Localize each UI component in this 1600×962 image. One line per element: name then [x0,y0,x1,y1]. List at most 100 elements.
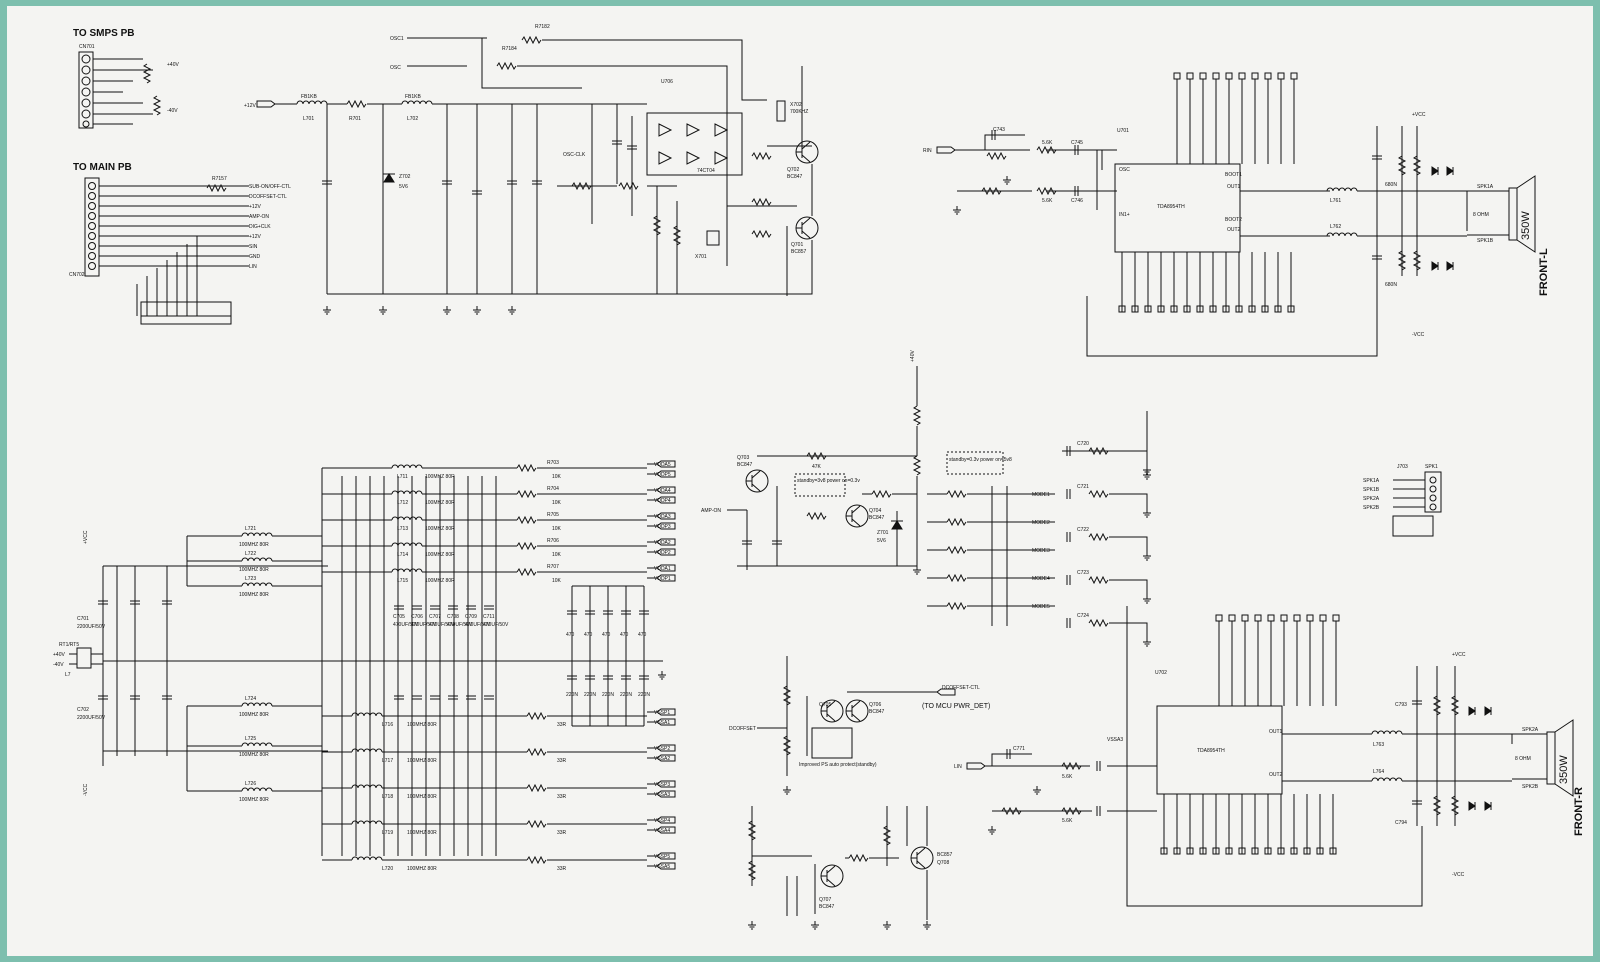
rail-resistor: R705 [547,512,559,518]
rail-resistor-value: 10K [552,500,562,506]
zener-z702[interactable] [383,173,395,183]
ampon-input: AMP-ON [701,508,721,514]
transformer-l7[interactable] [76,647,92,669]
pv40-label: +40V [167,62,179,68]
l702-label: L702 [407,116,418,122]
rail-cap-label: C708 [447,614,459,620]
u701-part: TDA8954TH [1157,204,1185,210]
rail-cap-label: C709 [465,614,477,620]
mode-label: MODE3 [1032,548,1050,554]
zener-z701[interactable] [891,520,903,530]
main-pin-label: SIN [249,244,258,250]
transistor-q707[interactable] [820,864,844,888]
rail-cap-value: 220N [584,692,596,698]
c702-value: 2200UF/50V [77,715,106,721]
l762-label: L762 [1330,224,1341,230]
crystal-x702[interactable] [776,100,786,122]
transistor-q703[interactable] [745,469,769,493]
main-filter-caps [140,301,232,325]
fb1-label: FB1KB [301,94,318,100]
main-pin-label: LIN [249,264,257,270]
c765-label: 680N [1385,182,1397,188]
cn702-label: CN702 [69,272,85,278]
standby-note2-box [946,451,1004,475]
nv40-label: -40V [167,108,178,114]
inductor-label: L711 [397,474,408,480]
c701-label: C701 [77,616,89,622]
c745-label: C745 [1071,140,1083,146]
main-heading: TO MAIN PB [73,162,132,173]
u706-inverters [658,123,729,165]
speaker-front-r[interactable] [1546,719,1574,797]
rail-cap-value: 470UF/50V [393,622,419,628]
front-r-label: FRONT-R [1573,787,1585,836]
rail-label: VSSA5 [654,864,670,870]
u706-ic[interactable] [646,112,743,176]
transistor-q708[interactable] [910,846,934,870]
q703-type: BC847 [737,462,753,468]
schematic-sheet: TO SMPS PB CN701 +40V -40V TO MAIN PB CN… [7,6,1593,956]
transistor-q701[interactable] [795,216,819,240]
r701-label: R701 [349,116,361,122]
inductor-value: 100MHZ 80R [407,722,437,728]
inductor-label: L712 [397,500,408,506]
rail-resistor-value: 10K [552,526,562,532]
transistor-q702[interactable] [795,140,819,164]
rail-resistor-value: 33R [557,758,567,764]
cn701-connector[interactable] [78,51,94,129]
rail-resistor: R704 [547,486,559,492]
vdd-bottom: +VCC [83,530,89,544]
spk-pin-label: SPK1B [1363,487,1380,493]
standby-note-box [794,473,846,497]
spk1-connector[interactable] [1424,471,1442,513]
inductor-label: L714 [397,552,408,558]
lin-input: LIN [954,764,962,770]
rail-cap-label: C705 [393,614,405,620]
rail-cap-value: 470 [602,632,611,638]
cn702-pins [88,182,239,270]
speaker-front-l[interactable] [1508,175,1536,253]
transistor-q706[interactable] [845,699,869,723]
q703-label: Q703 [737,455,749,461]
q706-label: Q706 [869,702,881,708]
rail-resistor-value: 33R [557,830,567,836]
r7759-value: 5.6K [1062,818,1073,824]
rail-label: VSSP5 [654,854,670,860]
mode-cap-label: C721 [1077,484,1089,490]
q704-label: Q704 [869,508,881,514]
cn702-connector[interactable] [84,177,100,277]
c793-label: C793 [1395,702,1407,708]
osc1-input: OSC1 [390,36,404,42]
q707-type: BC847 [819,904,835,910]
u706-label: U706 [661,79,673,85]
rail-cap-value: 470UF/50V [483,622,509,628]
c794-label: C794 [1395,820,1407,826]
rail-label: VDDA4 [654,488,671,494]
schematic-canvas: TO SMPS PB CN701 +40V -40V TO MAIN PB CN… [53,24,1585,930]
rail-cap-label: C711 [483,614,495,620]
q708-type: BC857 [937,852,953,858]
crystal-x701[interactable] [706,230,720,246]
rail-cap-value: 470 [620,632,629,638]
rail-label: VSSP1 [654,710,670,716]
q706-type: BC847 [869,709,885,715]
u706-part: 74CT04 [697,168,715,174]
dcoffset-in: DCOFFSET [729,726,756,732]
q701-label: Q701 [791,242,803,248]
rail-label: VDDA1 [654,566,671,572]
feeder-inductor: L721 [245,526,256,532]
rail-resistor: R703 [547,460,559,466]
x701-label: X701 [695,254,707,260]
q707-label: Q707 [819,897,831,903]
spk1a-l: SPK1A [1477,184,1494,190]
mcu-note: (TO MCU PWR_DET) [922,703,990,710]
rail-cap-label: C706 [411,614,423,620]
transistor-q704[interactable] [845,504,869,528]
spk1-filter-caps [1392,515,1434,537]
rail-label: VSSP4 [654,818,670,824]
inductor-label: L715 [397,578,408,584]
main-pin-label: SUB-ON/OFF-CTL [249,184,291,190]
rail-cap-value: 220N [566,692,578,698]
